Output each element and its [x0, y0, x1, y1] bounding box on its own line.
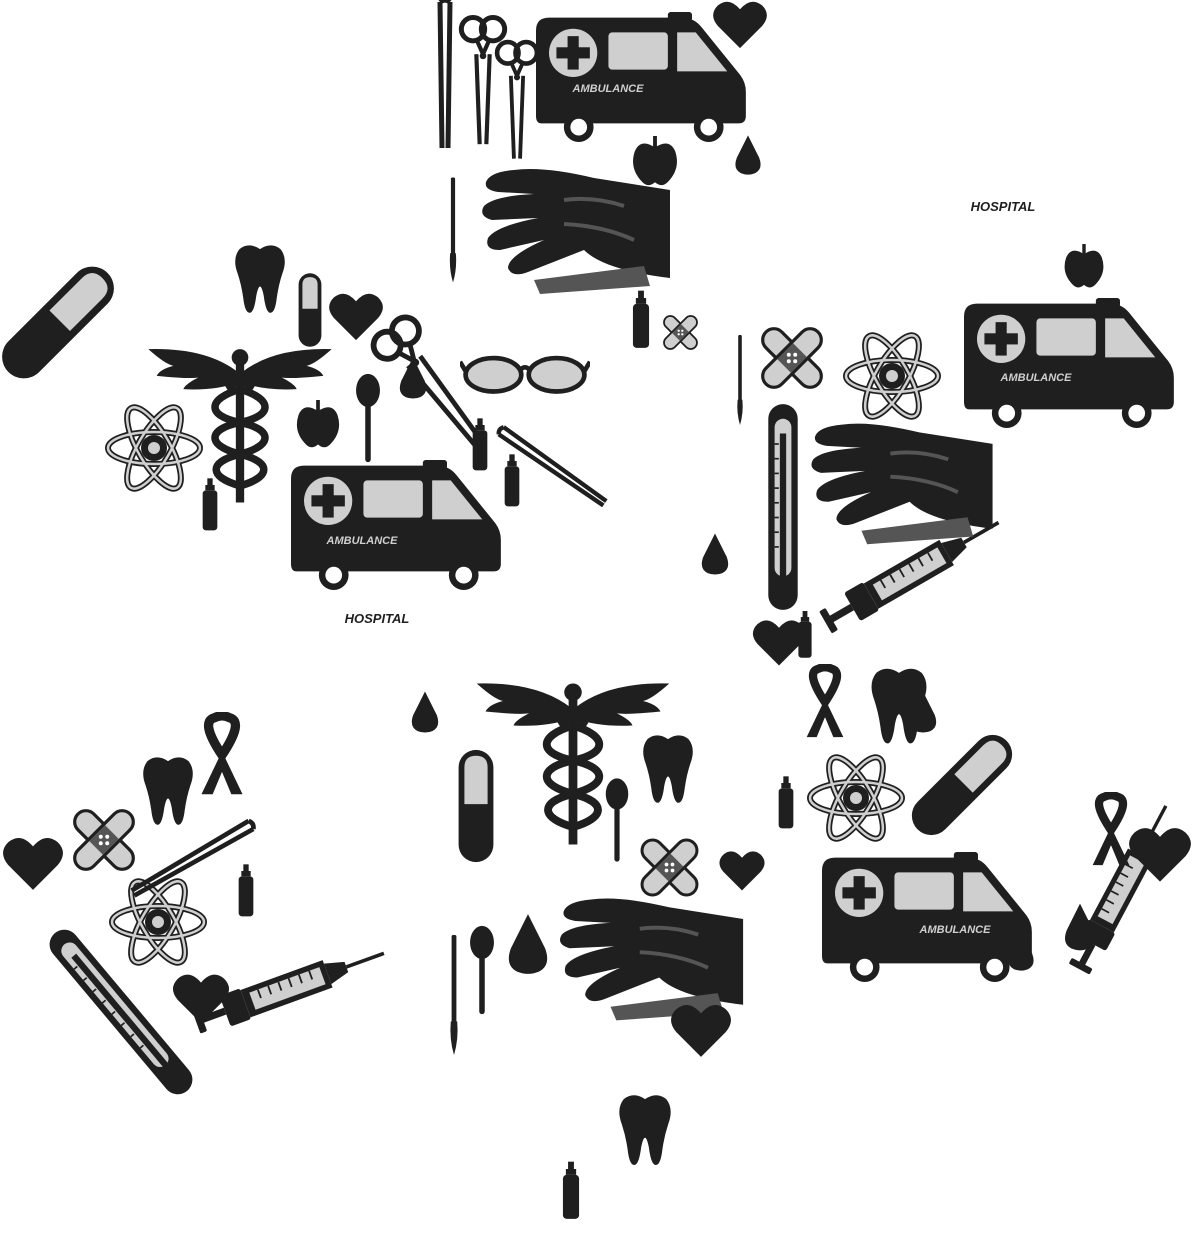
- capsule-icon: [298, 273, 322, 347]
- heart-icon: [719, 851, 765, 891]
- scalpel-icon: [450, 935, 458, 1055]
- ambulance-label: AMBULANCE: [919, 924, 992, 936]
- ambulance-label: AMBULANCE: [326, 535, 399, 547]
- apple-icon: [1064, 244, 1104, 288]
- scissors-icon: [461, 18, 504, 145]
- ribbon-icon: [807, 667, 844, 737]
- spoon-icon: [470, 925, 494, 1015]
- bandage-icon: [636, 834, 703, 901]
- icon-layer: AMBULANCE AMBULANCE AMBULANCE AMBULANCE HOSP…: [0, 0, 1191, 1219]
- tooth-icon: [643, 735, 693, 803]
- tweezers-icon: [440, 0, 450, 148]
- ribbon-icon: [1093, 795, 1130, 865]
- heart-icon: [713, 1, 767, 49]
- scalpel-icon: [449, 177, 457, 283]
- ambulance-label: AMBULANCE: [1000, 372, 1073, 384]
- vial-icon: [778, 776, 794, 829]
- thermometer-icon: [767, 403, 799, 611]
- vial-icon: [632, 290, 650, 348]
- apple-icon: [633, 136, 677, 186]
- thermometer-icon: [42, 922, 200, 1102]
- drop-icon: [735, 135, 761, 175]
- ambulance-icon: [822, 852, 1032, 982]
- hospital-label: HOSPITAL: [971, 199, 1036, 214]
- atom-icon: [108, 400, 200, 496]
- capsule-icon: [458, 749, 494, 863]
- glove-icon: [809, 421, 995, 547]
- spoon-icon: [356, 373, 380, 463]
- glove-icon: [480, 167, 672, 296]
- bandage-icon: [68, 804, 140, 876]
- vial-icon: [798, 611, 812, 658]
- atom-icon: [112, 874, 204, 970]
- tooth-icon: [235, 245, 285, 313]
- spoon-icon: [605, 778, 629, 862]
- vial-icon: [202, 478, 218, 531]
- tooth-icon: [143, 757, 193, 825]
- tweezers-icon: [131, 820, 255, 897]
- caduceus-icon: [477, 683, 670, 844]
- drop-icon: [701, 533, 729, 575]
- heart-icon: [329, 293, 383, 341]
- vial-icon: [562, 1161, 580, 1219]
- ribbon-icon: [201, 716, 242, 794]
- capsule-icon: [0, 257, 123, 388]
- tooth-icon: [619, 1095, 671, 1165]
- scalpel-icon: [737, 335, 743, 425]
- hospital-label: HOSPITAL: [345, 611, 410, 626]
- atom-icon: [846, 328, 938, 424]
- vial-icon: [504, 454, 520, 507]
- bandage-icon: [660, 312, 701, 353]
- bandage-icon: [756, 322, 828, 394]
- scissors-icon: [497, 42, 537, 159]
- ambulance-icon: [964, 298, 1174, 428]
- ambulance-icon: [536, 12, 746, 142]
- atom-icon: [810, 750, 902, 846]
- ambulance-icon: [291, 460, 501, 590]
- glove-icon: [557, 896, 746, 1023]
- vial-icon: [472, 418, 488, 471]
- vial-icon: [238, 864, 254, 917]
- heart-icon: [3, 837, 63, 890]
- ambulance-label: AMBULANCE: [572, 83, 645, 95]
- drop-icon: [1065, 903, 1095, 951]
- capsule-icon: [903, 726, 1021, 844]
- glasses-icon: [460, 358, 590, 391]
- drop-icon: [508, 914, 548, 974]
- heart-icon: [752, 620, 806, 666]
- apple-icon: [296, 400, 340, 448]
- drop-icon: [411, 691, 439, 733]
